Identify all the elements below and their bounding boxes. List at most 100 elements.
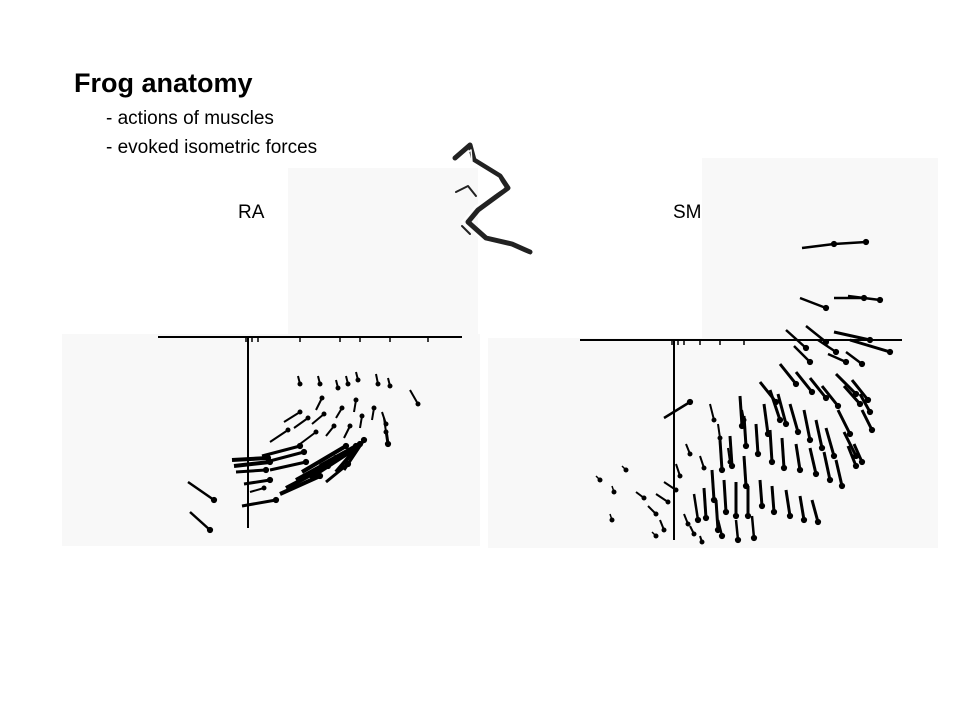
sm-vector — [738, 395, 744, 427]
ra-vector — [279, 474, 321, 496]
ra-vector — [293, 417, 309, 429]
ra-vector-head — [339, 405, 345, 411]
ra-vector-head — [305, 415, 311, 421]
sm-vector — [822, 451, 832, 481]
sm-vector-head — [611, 489, 617, 495]
sm-vector-head — [673, 487, 679, 493]
sm-axes — [580, 339, 902, 540]
sm-vector — [845, 351, 863, 365]
ra-vector — [299, 431, 317, 445]
ra-vector-head — [375, 381, 381, 387]
ra-vector — [261, 444, 301, 458]
sm-vector-head — [722, 508, 730, 516]
sm-vector — [808, 447, 818, 475]
sm-vector — [794, 371, 814, 393]
sm-vector-head — [691, 531, 697, 537]
sm-vector — [793, 345, 811, 363]
sm-vector-head — [832, 348, 840, 356]
sm-vector — [836, 409, 852, 435]
sm-vector — [718, 439, 724, 471]
ra-vector-head — [387, 383, 393, 389]
ra-vector-head — [261, 485, 267, 491]
ra-vector-head — [359, 413, 365, 419]
sm-vector-head — [814, 518, 822, 526]
sm-vector-head — [780, 464, 788, 472]
sm-vector-head — [687, 451, 693, 457]
panel-label-sm: SM — [673, 202, 702, 223]
ra-vector — [235, 468, 267, 474]
ra-vector — [189, 511, 211, 531]
ra-vector — [233, 460, 271, 468]
sm-vector-head — [665, 499, 671, 505]
sm-vector-head — [864, 396, 872, 404]
sm-vector-head — [694, 516, 702, 524]
sm-vector-head — [623, 467, 629, 473]
sm-vector — [802, 409, 812, 441]
sm-vector-head — [866, 408, 874, 416]
sm-vector — [663, 400, 691, 420]
ra-vector-head — [272, 496, 280, 504]
sm-vector-head — [732, 512, 740, 520]
sm-vector — [850, 379, 870, 401]
sm-vector-head — [806, 436, 814, 444]
ra-vector-head — [335, 385, 341, 391]
sm-vector-head — [834, 402, 842, 410]
ra-vector — [283, 411, 301, 423]
sm-force-vectors — [595, 238, 894, 545]
sm-vector — [827, 352, 847, 364]
bullet-actions-of-muscles: - actions of muscles — [106, 108, 274, 129]
sm-vector — [709, 403, 715, 421]
sm-vector — [722, 479, 728, 513]
sm-vector-head — [750, 534, 758, 542]
ra-vector-head — [313, 429, 319, 435]
ra-vector — [187, 480, 215, 502]
ra-vector-head — [297, 409, 303, 415]
ra-vector-head — [353, 397, 359, 403]
sm-vector — [780, 437, 786, 469]
sm-vector-head — [677, 473, 683, 479]
sm-vector — [852, 443, 864, 463]
ra-vector — [300, 444, 348, 474]
sm-vector-head — [842, 358, 850, 366]
ra-vector — [231, 456, 269, 462]
sm-vector — [734, 519, 740, 541]
sm-vector — [805, 325, 827, 343]
sm-vector — [833, 240, 867, 246]
sm-vector — [750, 515, 756, 539]
bullet-evoked-isometric-forces: - evoked isometric forces — [106, 137, 318, 158]
ra-vector — [342, 439, 366, 471]
sm-vector-head — [701, 465, 707, 471]
sm-vector — [808, 377, 828, 399]
sm-vector — [784, 489, 792, 517]
ra-vector-head — [317, 381, 323, 387]
sm-vector — [824, 427, 836, 457]
sm-vector-head — [685, 521, 691, 527]
sm-vector — [820, 385, 840, 407]
sm-vector-head — [717, 435, 723, 441]
sm-vector — [754, 423, 760, 455]
sm-vector — [758, 479, 764, 507]
ra-vector-head — [297, 381, 303, 387]
sm-vector — [794, 443, 802, 471]
sm-vector-head — [868, 426, 876, 434]
sm-vector-head — [686, 398, 694, 406]
sm-vector — [778, 363, 798, 385]
sm-vector — [847, 294, 881, 302]
sm-vector — [742, 455, 748, 487]
sm-vector-head — [806, 358, 814, 366]
sm-vector — [860, 409, 874, 431]
sm-vector-head — [826, 476, 834, 484]
sm-vector-head — [597, 477, 603, 483]
ra-vector — [409, 389, 419, 405]
ra-vector-head — [355, 377, 361, 383]
ra-vector — [311, 413, 325, 425]
sm-vector — [768, 429, 774, 463]
ra-force-vectors — [187, 337, 429, 534]
sm-vector — [846, 445, 858, 467]
sm-vector — [842, 385, 862, 405]
ra-vector — [308, 450, 352, 480]
sm-vector-head — [818, 444, 826, 452]
sm-vector — [814, 419, 824, 449]
ra-panel-background-lower — [62, 334, 480, 546]
ra-vector — [269, 460, 307, 472]
